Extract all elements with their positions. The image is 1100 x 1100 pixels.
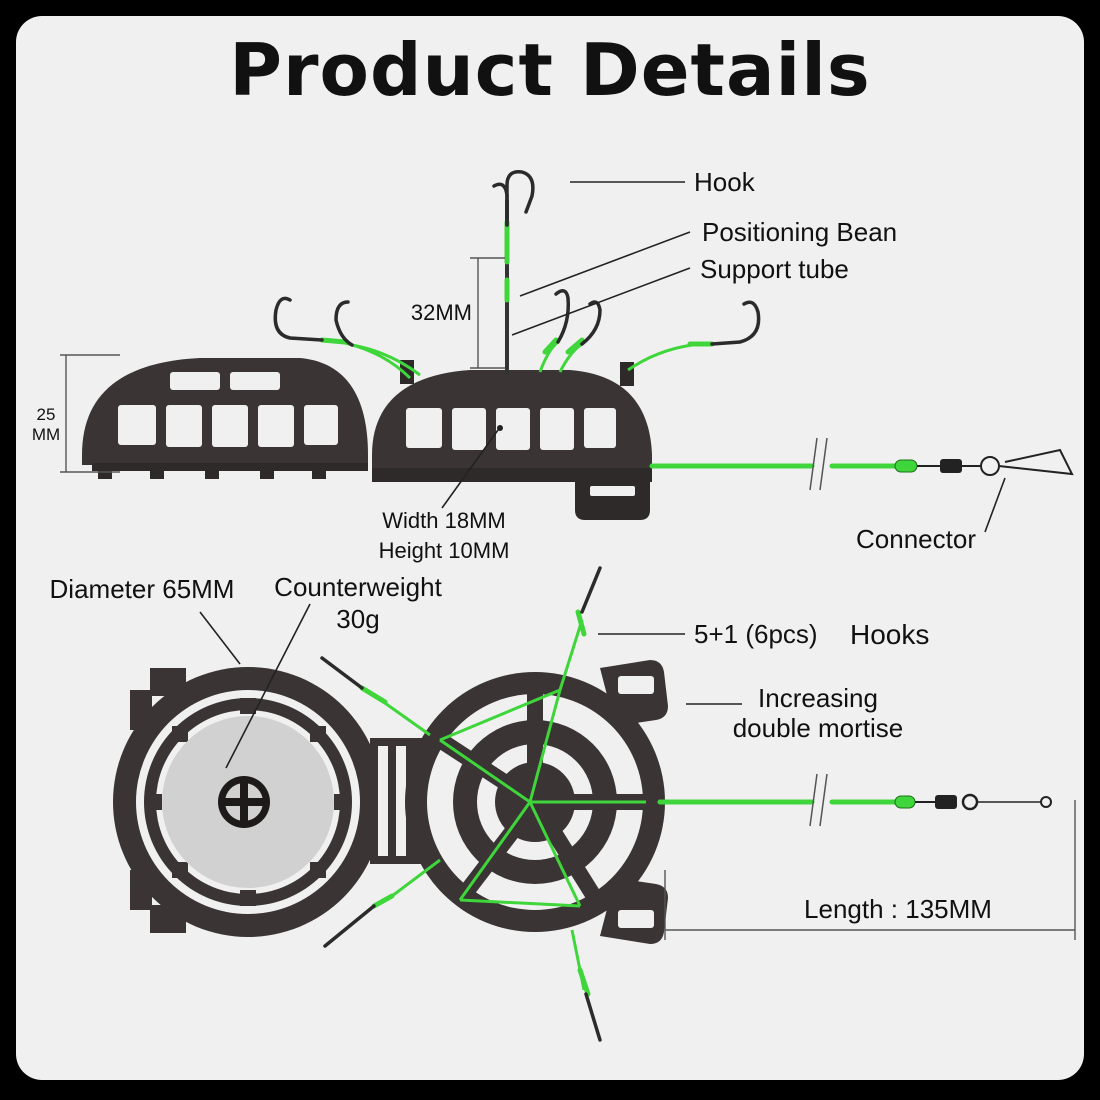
dim-32-label: 32MM [411, 300, 472, 325]
dim-25-unit: MM [32, 425, 60, 444]
hooks-word-label: Hooks [850, 619, 929, 650]
dim-25-label: 25 [37, 405, 56, 424]
length-dimension: Length : 135MM [664, 800, 1076, 940]
increasing-label: Increasing [758, 683, 878, 713]
hook-dimension: 32MM [411, 257, 505, 369]
support-tube-label: Support tube [700, 254, 849, 284]
connector-label: Connector [856, 524, 976, 554]
hook-label: Hook [694, 167, 756, 197]
positioning-bean-label: Positioning Bean [702, 217, 897, 247]
right-cage-top [405, 660, 668, 944]
counterweight-label: Counterweight [274, 572, 442, 602]
counterweight-value-label: 30g [336, 604, 379, 634]
side-view: 25 MM 32MM Hook Positioning Bean Support… [32, 167, 1074, 563]
top-view: Length : 135MM Diameter 65MM Counterweig… [50, 566, 1076, 1042]
center-hook-assembly [492, 170, 535, 375]
length-label: Length : 135MM [804, 894, 992, 924]
height-label: Height 10MM [379, 538, 510, 563]
radial-hooks [320, 566, 602, 1042]
diameter-label: Diameter 65MM [50, 574, 235, 604]
side-hooks [273, 289, 761, 380]
top-leader [657, 773, 1052, 827]
side-leader [649, 437, 1074, 491]
double-mortise-label: double mortise [733, 713, 904, 743]
left-cage-side [82, 358, 368, 479]
height-dimension: 25 MM [32, 354, 120, 473]
page-title: Product Details [229, 28, 871, 112]
left-cage-top [113, 667, 432, 937]
width-label: Width 18MM [382, 508, 505, 533]
right-cage-side [372, 360, 652, 520]
hooks-count-label: 5+1 (6pcs) [694, 619, 818, 649]
